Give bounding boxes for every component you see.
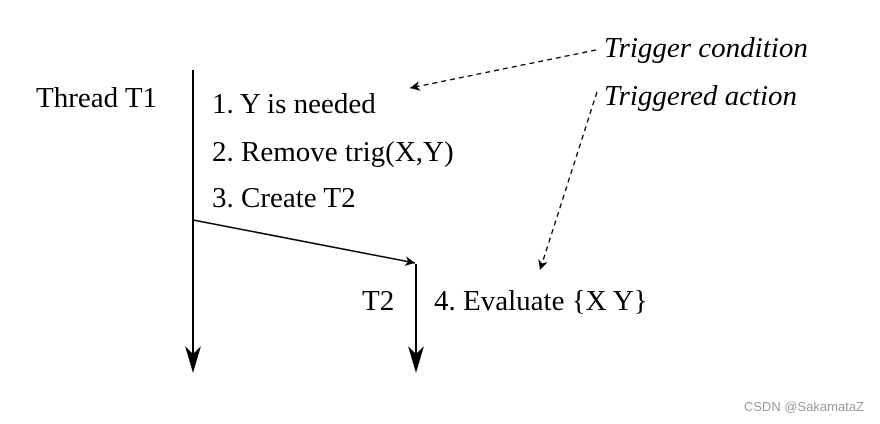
trigger-condition-label: Trigger condition <box>604 32 808 64</box>
step-1-label: 1. Y is needed <box>212 88 376 120</box>
step-2-label: 2. Remove trig(X,Y) <box>212 136 454 168</box>
step-4-label: 4. Evaluate {X Y} <box>434 285 648 317</box>
thread-t2-label: T2 <box>362 285 395 317</box>
spawn-arrow <box>192 219 416 267</box>
step-3-label: 3. Create T2 <box>212 182 356 214</box>
thread-t1-label: Thread T1 <box>36 82 158 114</box>
thread-t2-timeline <box>408 264 424 373</box>
trigger-condition-arrow <box>409 49 597 91</box>
thread-t2-arrowhead <box>408 346 424 373</box>
triggered-action-label: Triggered action <box>604 80 798 112</box>
watermark: CSDN @SakamataZ <box>743 399 864 414</box>
triggered-action-arrow <box>538 91 598 271</box>
thread-t1-timeline <box>185 70 201 373</box>
thread-t1-arrowhead <box>185 346 201 373</box>
